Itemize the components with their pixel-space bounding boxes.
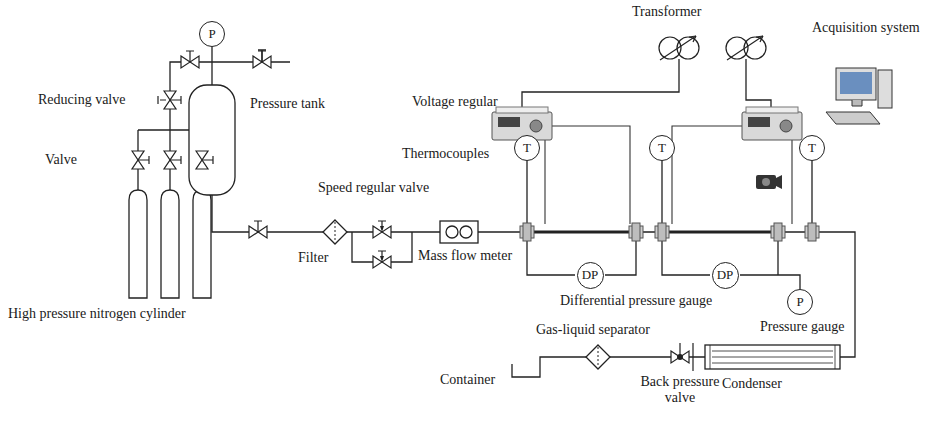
gauge-symbol: T — [523, 141, 531, 155]
gauge-circle: P — [199, 21, 225, 47]
part-label: Thermocouples — [402, 146, 489, 162]
gauge-symbol: T — [658, 141, 666, 155]
gauge-circle: T — [799, 135, 825, 161]
gauge-symbol: DP — [717, 268, 734, 282]
part-label: Transformer — [632, 4, 701, 20]
gauge-symbol: T — [808, 141, 816, 155]
gauge-symbol: P — [208, 27, 215, 41]
gauge-circle: T — [649, 135, 675, 161]
part-label: Reducing valve — [38, 92, 125, 108]
gauge-circle: P — [787, 289, 813, 315]
part-label: Acquisition system — [812, 20, 920, 36]
part-label: Filter — [298, 250, 328, 266]
part-label: Back pressure valve — [635, 374, 725, 406]
part-label: Speed regular valve — [318, 180, 429, 196]
part-label: Condenser — [722, 376, 782, 392]
part-label: Voltage regular — [412, 94, 498, 110]
gauge-symbol: P — [796, 295, 803, 309]
part-label: Gas-liquid separator — [536, 322, 650, 338]
part-label: Container — [440, 372, 495, 388]
gauge-circle: DP — [712, 262, 739, 289]
gauge-circle: DP — [577, 262, 604, 289]
gauge-circle: T — [514, 135, 540, 161]
part-label: High pressure nitrogen cylinder — [8, 306, 186, 322]
part-label: Pressure tank — [250, 96, 325, 112]
part-label: Valve — [45, 152, 77, 168]
part-label: Differential pressure gauge — [560, 293, 712, 309]
gauge-symbol: DP — [582, 268, 599, 282]
part-label: Mass flow meter — [418, 248, 512, 264]
part-label: Pressure gauge — [760, 319, 844, 335]
